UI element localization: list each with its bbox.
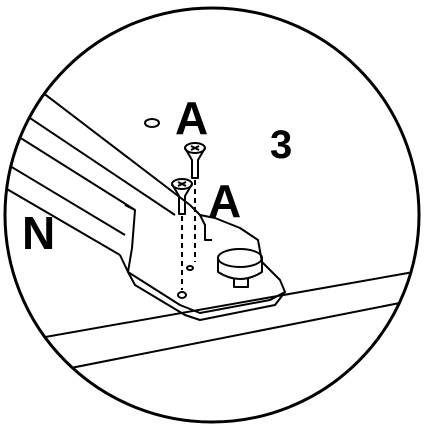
part-label-a-lower: A — [208, 175, 242, 227]
bracket-side — [119, 254, 129, 273]
detail-circle — [3, 6, 421, 424]
screw-lower — [171, 178, 193, 215]
screw-hole-plate-1 — [186, 265, 194, 271]
step-number: 3 — [270, 123, 293, 167]
screw-upper — [184, 142, 206, 179]
adjust-knob-top — [217, 248, 263, 268]
screw-hole-rail — [144, 118, 160, 128]
rail-lower-edge — [5, 124, 136, 211]
bracket-upright — [199, 214, 212, 241]
adjust-knob-body — [217, 258, 263, 280]
rail-top-edge — [5, 59, 191, 206]
rail-bottom-edge — [5, 159, 126, 236]
adjust-knob-stem — [233, 278, 249, 288]
part-label-a-upper: A — [175, 92, 209, 144]
bracket-flange — [127, 271, 286, 321]
rail-inner-edge — [5, 97, 176, 216]
screw-hole-plate-2 — [177, 291, 187, 299]
part-label-n: N — [22, 207, 56, 259]
base-line-upper — [5, 269, 419, 346]
rail-under-edge — [5, 184, 121, 256]
